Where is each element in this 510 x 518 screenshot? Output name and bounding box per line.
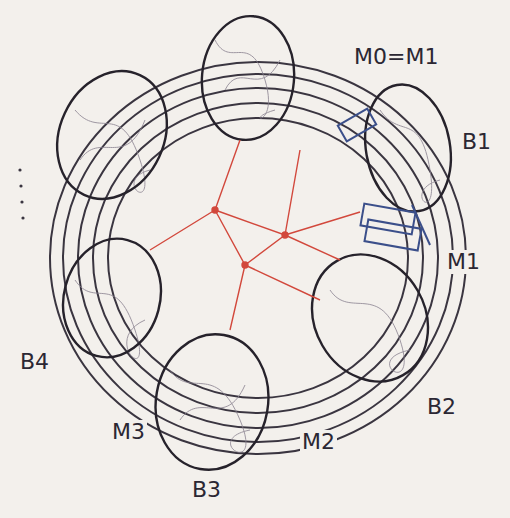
math-label: B4 [18,350,51,374]
dot [18,168,21,171]
dot [20,200,23,203]
scribble [380,110,440,202]
ellipsis-dots [18,168,24,219]
scribble [75,110,150,192]
red-graph [150,140,360,330]
scribble [170,370,250,452]
red-dot [212,207,218,213]
scribble [215,40,275,118]
ring [93,103,423,413]
dot [21,216,24,219]
scribble [225,60,280,90]
math-label: M3 [110,420,147,444]
math-label: B1 [460,130,493,154]
ball [50,228,174,369]
ball [145,325,279,478]
scribble [330,290,410,372]
ball [356,78,461,219]
math-label: B2 [425,395,458,419]
chart-box [365,219,422,250]
math-label: M1 [445,250,482,274]
math-label: M0=M1 [352,45,440,69]
chart-rectangles [338,109,430,251]
math-label: M2 [300,430,337,454]
ball [197,12,299,144]
red-dot [242,262,248,268]
chart-edge [412,205,430,245]
scribble [180,385,245,420]
annulus-rings [50,62,466,454]
ball [289,233,450,402]
ball [37,53,187,217]
dot [19,184,22,187]
chart-box [338,109,376,142]
ring [63,74,453,442]
ring [50,62,466,454]
hatching [75,40,440,452]
math-label: B3 [190,478,223,502]
red-edge [150,140,360,330]
scribble [80,120,145,160]
red-dot [282,232,288,238]
balls [37,12,460,478]
